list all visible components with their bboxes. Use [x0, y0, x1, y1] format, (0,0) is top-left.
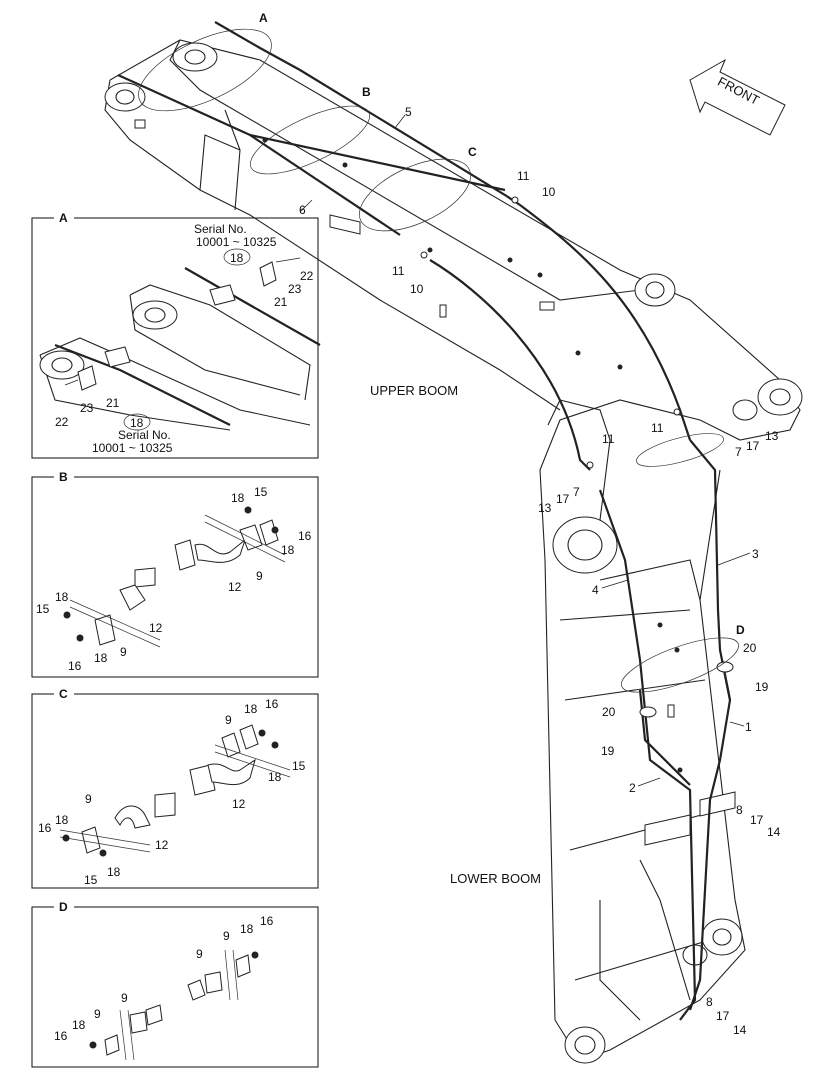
detail-b-18-bottom: 18: [94, 651, 108, 665]
junction-block: [329, 214, 361, 235]
callout-14-a: 14: [767, 825, 781, 839]
detail-d-9-a: 9: [196, 947, 203, 961]
callout-17-d: 17: [716, 1009, 730, 1023]
detail-d-9-c: 9: [121, 991, 128, 1005]
callout-6: 6: [299, 203, 306, 217]
callout-1: 1: [745, 720, 752, 734]
arm-cylinder-boss: [634, 273, 676, 307]
detail-c-18-bottom: 18: [107, 865, 121, 879]
callout-4: 4: [592, 583, 599, 597]
detail-a-23-bottom: 23: [80, 401, 94, 415]
hydraulic-lines: [117, 21, 734, 1021]
detail-c-12-bottom: 12: [155, 838, 169, 852]
detail-d-9-d: 9: [94, 1007, 101, 1021]
front-arrow: FRONT: [689, 58, 786, 136]
clamp-20-left: [639, 706, 657, 718]
serial-range-top: 10001 ~ 10325: [196, 235, 277, 249]
callout-11-b: 11: [392, 264, 405, 278]
main-callouts: A B C D 5 6 11 10 11 10 11 11 7 17 13 7 …: [259, 11, 781, 1037]
detail-b-16-bottom: 16: [68, 659, 82, 673]
callout-19-a: 19: [755, 680, 769, 694]
serial-label-top: Serial No.: [194, 222, 247, 236]
callout-20-b: 20: [602, 705, 616, 719]
detail-b-18-mid: 18: [281, 543, 295, 557]
detail-d-18-top: 18: [240, 922, 254, 936]
callout-19-b: 19: [601, 744, 615, 758]
detail-b-9-top: 9: [256, 569, 263, 583]
callout-10-b: 10: [410, 282, 424, 296]
detail-b-9-bottom: 9: [120, 645, 127, 659]
callout-11-a: 11: [517, 169, 530, 183]
detail-box-title: B: [59, 470, 68, 484]
detail-c-15-top: 15: [292, 759, 306, 773]
detail-a-21-top: 21: [274, 295, 288, 309]
detail-box-c: C 9 18 16 15 18 12 9 16 18 12 15 18: [31, 686, 319, 889]
boom-bottom-boss: [564, 1026, 606, 1064]
serial-part-bottom: 18: [130, 416, 144, 430]
callout-20-a: 20: [743, 641, 757, 655]
detail-c-18-top: 18: [244, 702, 258, 716]
detail-a-23-top: 23: [288, 282, 302, 296]
detail-b-12-top: 12: [228, 580, 242, 594]
detail-d-9-b: 9: [223, 929, 230, 943]
callout-14-b: 14: [733, 1023, 747, 1037]
serial-part-top: 18: [230, 251, 244, 265]
detail-d-18-bottom: 18: [72, 1018, 86, 1032]
detail-c-12-top: 12: [232, 797, 246, 811]
callout-8-a: 8: [736, 803, 743, 817]
callout-13-b: 13: [538, 501, 552, 515]
callout-17-c: 17: [750, 813, 764, 827]
boom-foot-boss: [172, 42, 218, 72]
callout-17-a: 17: [746, 439, 760, 453]
detail-box-title: A: [59, 211, 68, 225]
callout-17-b: 17: [556, 492, 570, 506]
callout-detail-b: B: [362, 85, 371, 99]
detail-c-9-bottom: 9: [85, 792, 92, 806]
detail-a-22-bottom: 22: [55, 415, 69, 429]
detail-d-16-bottom: 16: [54, 1029, 68, 1043]
boom-structure: [104, 39, 803, 1064]
upper-boom-label: UPPER BOOM: [370, 383, 458, 398]
detail-c-18-left: 18: [55, 813, 69, 827]
callout-2: 2: [629, 781, 636, 795]
clamp-20-right: [716, 661, 734, 673]
callout-3: 3: [752, 547, 759, 561]
callout-7-b: 7: [573, 485, 580, 499]
detail-c-15-bottom: 15: [84, 873, 98, 887]
detail-d-16-top: 16: [260, 914, 274, 928]
callout-8-b: 8: [706, 995, 713, 1009]
callout-7-a: 7: [735, 445, 742, 459]
detail-box-a: A Serial No. 10001 ~ 10325 18 22 23 21 2…: [31, 210, 321, 459]
detail-b-12-bottom: 12: [149, 621, 163, 635]
detail-b-18-top: 18: [231, 491, 245, 505]
serial-range-bottom: 10001 ~ 10325: [92, 441, 173, 455]
detail-c-9-top: 9: [225, 713, 232, 727]
detail-b-18-left: 18: [55, 590, 69, 604]
detail-box-d: D 9 9 18 16 9 16 18 9: [31, 899, 319, 1068]
detail-c-18-mid: 18: [268, 770, 282, 784]
detail-box-title: C: [59, 687, 68, 701]
detail-c-16-bottom: 16: [38, 821, 52, 835]
callout-detail-d: D: [736, 623, 745, 637]
boom-joint-boss: [552, 516, 618, 574]
detail-b-15-bottom: 15: [36, 602, 50, 616]
callout-10-a: 10: [542, 185, 556, 199]
detail-a-22-top: 22: [300, 269, 314, 283]
lower-boom-label: LOWER BOOM: [450, 871, 541, 886]
serial-label-bottom: Serial No.: [118, 428, 171, 442]
detail-a-21-bottom: 21: [106, 396, 120, 410]
detail-b-16-top: 16: [298, 529, 312, 543]
callout-5: 5: [405, 105, 412, 119]
callout-detail-c: C: [468, 145, 477, 159]
callout-detail-a: A: [259, 11, 268, 25]
callout-13-a: 13: [765, 429, 779, 443]
detail-box-b: B 18 15 16 18 9 12 18 15 12 16 18 9: [31, 469, 319, 678]
detail-c-16-top: 16: [265, 697, 279, 711]
callout-11-d: 11: [602, 432, 615, 446]
detail-box-title: D: [59, 900, 68, 914]
detail-markers: [138, 28, 739, 693]
detail-b-15-top: 15: [254, 485, 268, 499]
callout-11-c: 11: [651, 421, 664, 435]
